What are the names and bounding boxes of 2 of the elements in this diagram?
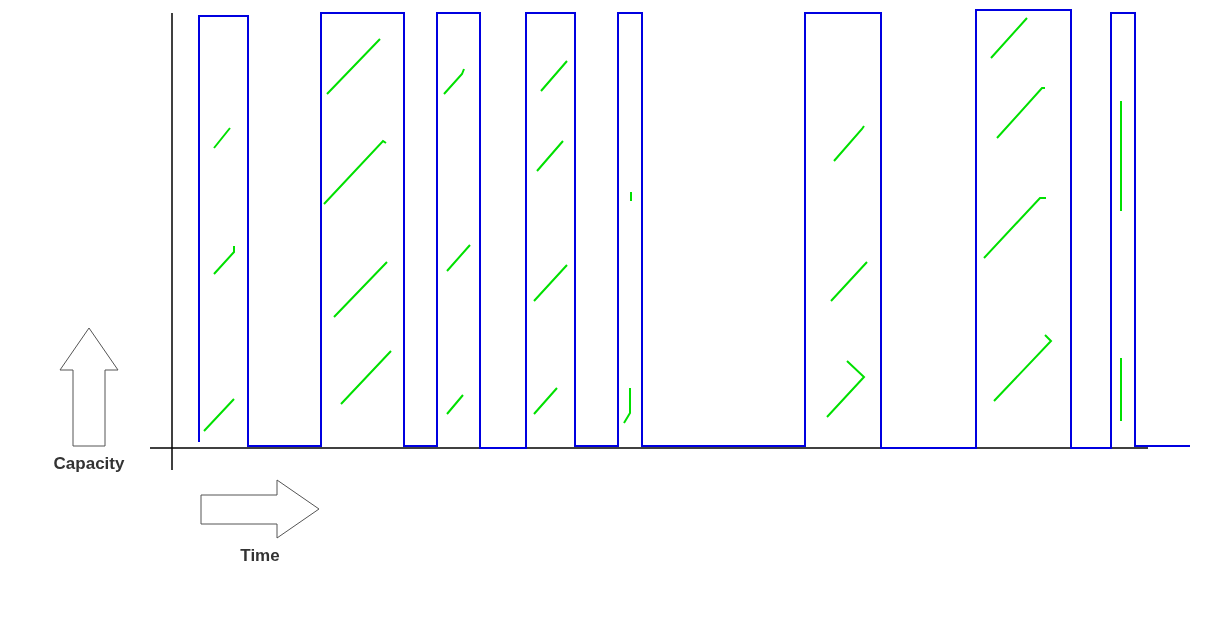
axis-label: Capacity	[53, 454, 125, 474]
axis-label: Time	[240, 546, 280, 566]
